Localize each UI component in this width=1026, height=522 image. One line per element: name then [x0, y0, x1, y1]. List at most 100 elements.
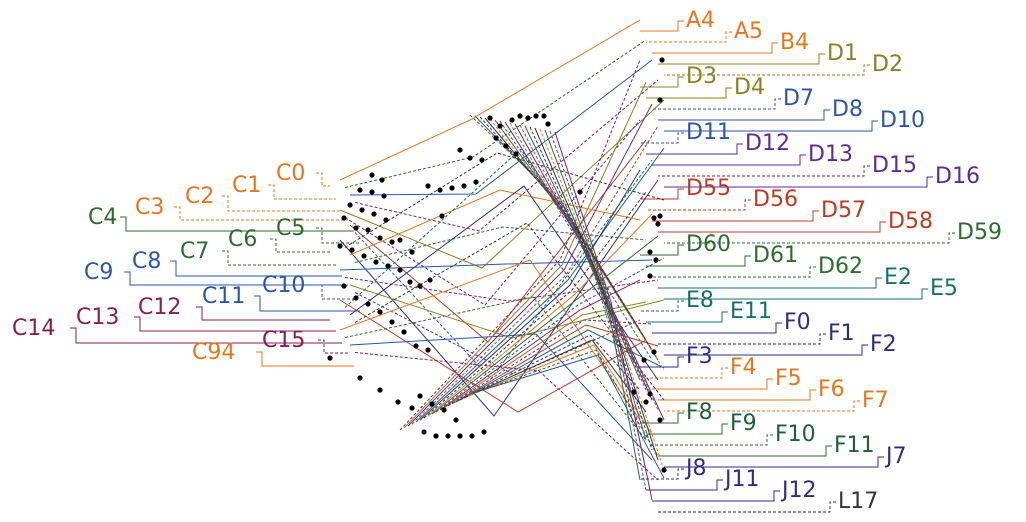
cross-wire-c-13	[534, 127, 659, 461]
right-label-f4: F4	[730, 355, 757, 380]
right-leader-39	[664, 456, 884, 468]
left-leader-8	[170, 260, 342, 277]
junction-dot-36	[441, 407, 447, 413]
cross-wire-b-19	[475, 354, 665, 479]
right-label-d10: D10	[880, 108, 925, 133]
wires-layer	[70, 20, 955, 513]
right-label-d58: D58	[888, 209, 933, 234]
right-leader-40	[640, 468, 684, 480]
junction-dot-2	[357, 187, 363, 193]
right-label-d4: D4	[734, 75, 765, 100]
junction-dot-47	[517, 113, 523, 119]
junction-dot-59	[437, 187, 443, 193]
right-leader-19	[664, 232, 955, 244]
right-leader-1	[646, 31, 732, 43]
right-leader-13	[658, 165, 870, 177]
junction-dot-49	[533, 113, 539, 119]
left-leader-16	[256, 351, 354, 367]
junction-dot-45	[497, 123, 503, 129]
left-leader-13	[134, 316, 336, 332]
junction-dot-37	[453, 417, 459, 423]
cross-wire-10	[349, 189, 641, 256]
cross-wire-13	[344, 277, 659, 302]
left-leader-6	[270, 238, 330, 253]
junction-dot-13	[389, 239, 395, 245]
left-leader-9	[124, 271, 348, 286]
junction-dot-6	[359, 207, 365, 213]
right-label-f9: F9	[730, 411, 757, 436]
junction-dot-55	[457, 147, 463, 153]
right-leader-0	[640, 20, 684, 32]
right-leader-12	[652, 154, 806, 166]
right-label-d7: D7	[783, 86, 814, 111]
junction-dot-82	[407, 279, 413, 285]
right-leader-36	[646, 423, 728, 435]
cross-wire-b-5	[419, 169, 641, 421]
right-label-f6: F6	[818, 377, 845, 402]
junction-dot-64	[577, 189, 583, 195]
cross-wire-5	[344, 119, 641, 306]
junction-dot-23	[365, 301, 371, 307]
junction-dot-48	[525, 115, 531, 121]
junction-dot-69	[653, 257, 659, 263]
junction-dot-31	[377, 387, 383, 393]
right-label-d2: D2	[872, 52, 903, 77]
right-label-e11: E11	[730, 299, 772, 324]
right-leader-21	[646, 255, 751, 267]
left-leader-4	[120, 216, 354, 232]
right-leader-20	[640, 244, 684, 256]
right-label-d57: D57	[821, 198, 866, 223]
right-leader-14	[664, 176, 933, 188]
junction-dot-42	[469, 433, 475, 439]
cross-wire-3	[354, 79, 659, 232]
cross-wire-b-6	[423, 191, 647, 419]
left-leader-10	[316, 284, 354, 300]
junction-dot-67	[655, 221, 661, 227]
left-leader-12	[196, 306, 330, 321]
junction-dot-18	[385, 263, 391, 269]
left-label-c4: C4	[88, 205, 117, 230]
left-label-c1: C1	[232, 173, 261, 198]
junction-dot-60	[449, 185, 455, 191]
cross-wire-11	[354, 226, 647, 263]
junction-dot-66	[657, 213, 663, 219]
junction-dot-29	[327, 355, 333, 361]
right-leader-16	[646, 199, 751, 211]
cross-wire-1	[344, 39, 647, 188]
right-leader-30	[640, 356, 684, 368]
junction-dot-72	[659, 57, 665, 63]
junction-dot-8	[383, 217, 389, 223]
right-label-l17: L17	[838, 489, 878, 514]
cross-wire-b-12	[447, 319, 653, 407]
junction-dot-27	[413, 343, 419, 349]
right-leader-28	[658, 333, 826, 345]
junction-dot-5	[347, 202, 353, 208]
right-label-d60: D60	[686, 232, 731, 257]
right-label-d16: D16	[935, 164, 980, 189]
junction-dot-46	[509, 117, 515, 123]
junction-dot-30	[357, 375, 363, 381]
right-leader-23	[658, 277, 882, 289]
right-leader-27	[652, 322, 782, 334]
right-label-d12: D12	[745, 131, 790, 156]
junction-dot-21	[341, 283, 347, 289]
junction-dots-layer	[327, 57, 667, 473]
cross-wire-c-15	[544, 129, 641, 481]
right-leader-38	[658, 445, 832, 457]
right-label-f3: F3	[686, 344, 713, 369]
right-label-f7: F7	[862, 388, 889, 413]
left-label-c13: C13	[76, 305, 119, 330]
junction-dot-44	[487, 115, 493, 121]
cross-wire-12	[339, 259, 653, 271]
right-label-f0: F0	[784, 310, 811, 335]
cross-wire-b-8	[431, 235, 659, 415]
cross-wire-c-6	[499, 120, 647, 391]
right-leader-10	[640, 132, 684, 144]
right-leader-4	[664, 64, 870, 76]
right-label-f8: F8	[686, 400, 713, 425]
right-leader-9	[664, 120, 878, 132]
junction-dot-11	[365, 227, 371, 233]
right-leader-6	[646, 87, 732, 99]
junction-dot-52	[493, 135, 499, 141]
left-label-c7: C7	[180, 239, 209, 264]
